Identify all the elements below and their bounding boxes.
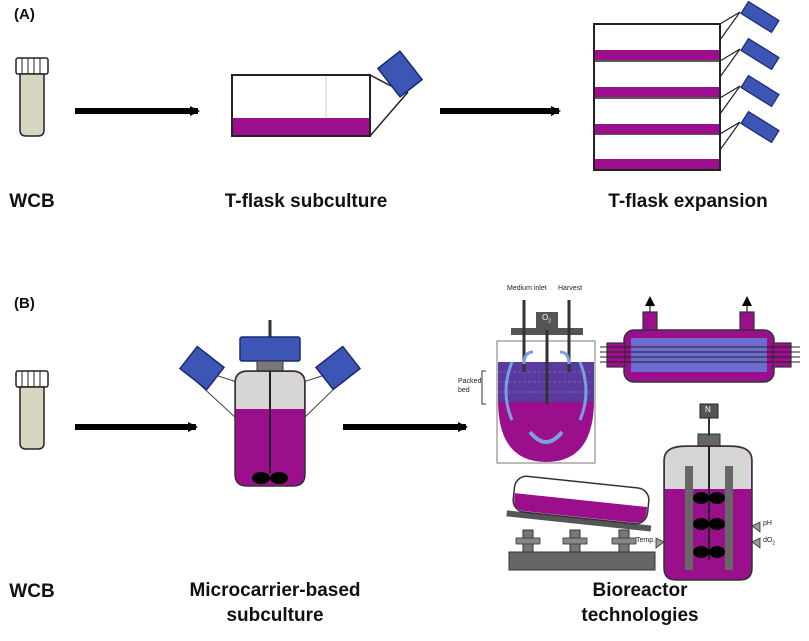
wcb-vial-a [15, 57, 49, 137]
hollow-fiber-bioreactor [600, 296, 800, 383]
panel-a [15, 0, 780, 171]
caption-t-flask-subculture: T-flask subculture [224, 191, 388, 212]
caption-wcb-b: WCB [9, 581, 55, 602]
caption-microcarrier-line2: subculture [226, 605, 324, 626]
packed-bed-bioreactor [481, 300, 596, 464]
label-medium-inlet: Medium inlet [507, 285, 547, 292]
rocking-bioreactor [506, 475, 656, 571]
panel-b-label: (B) [14, 295, 35, 312]
stirred-tank-bioreactor [655, 403, 761, 581]
t-flask-expansion [593, 0, 780, 171]
label-packed-bed: Packed bed [458, 378, 482, 394]
label-ph: pH [763, 520, 772, 527]
caption-bioreactor-line1: Bioreactor [592, 580, 688, 601]
label-n: N [705, 405, 711, 414]
label-do2: dO2 [763, 537, 776, 547]
label-temp: Temp. [636, 537, 656, 544]
panel-a-label: (A) [14, 6, 35, 23]
caption-t-flask-expansion: T-flask expansion [608, 191, 768, 212]
caption-bioreactor-line2: technologies [581, 605, 699, 626]
caption-microcarrier-line1: Microcarrier-based [189, 580, 361, 601]
spinner-flask [178, 320, 362, 487]
label-harvest: Harvest [558, 285, 583, 292]
label-o2: O2 [542, 313, 552, 325]
t-flask-subculture [231, 50, 424, 137]
caption-wcb-a: WCB [9, 191, 55, 212]
wcb-vial-b [15, 370, 49, 450]
panel-b [15, 296, 800, 581]
